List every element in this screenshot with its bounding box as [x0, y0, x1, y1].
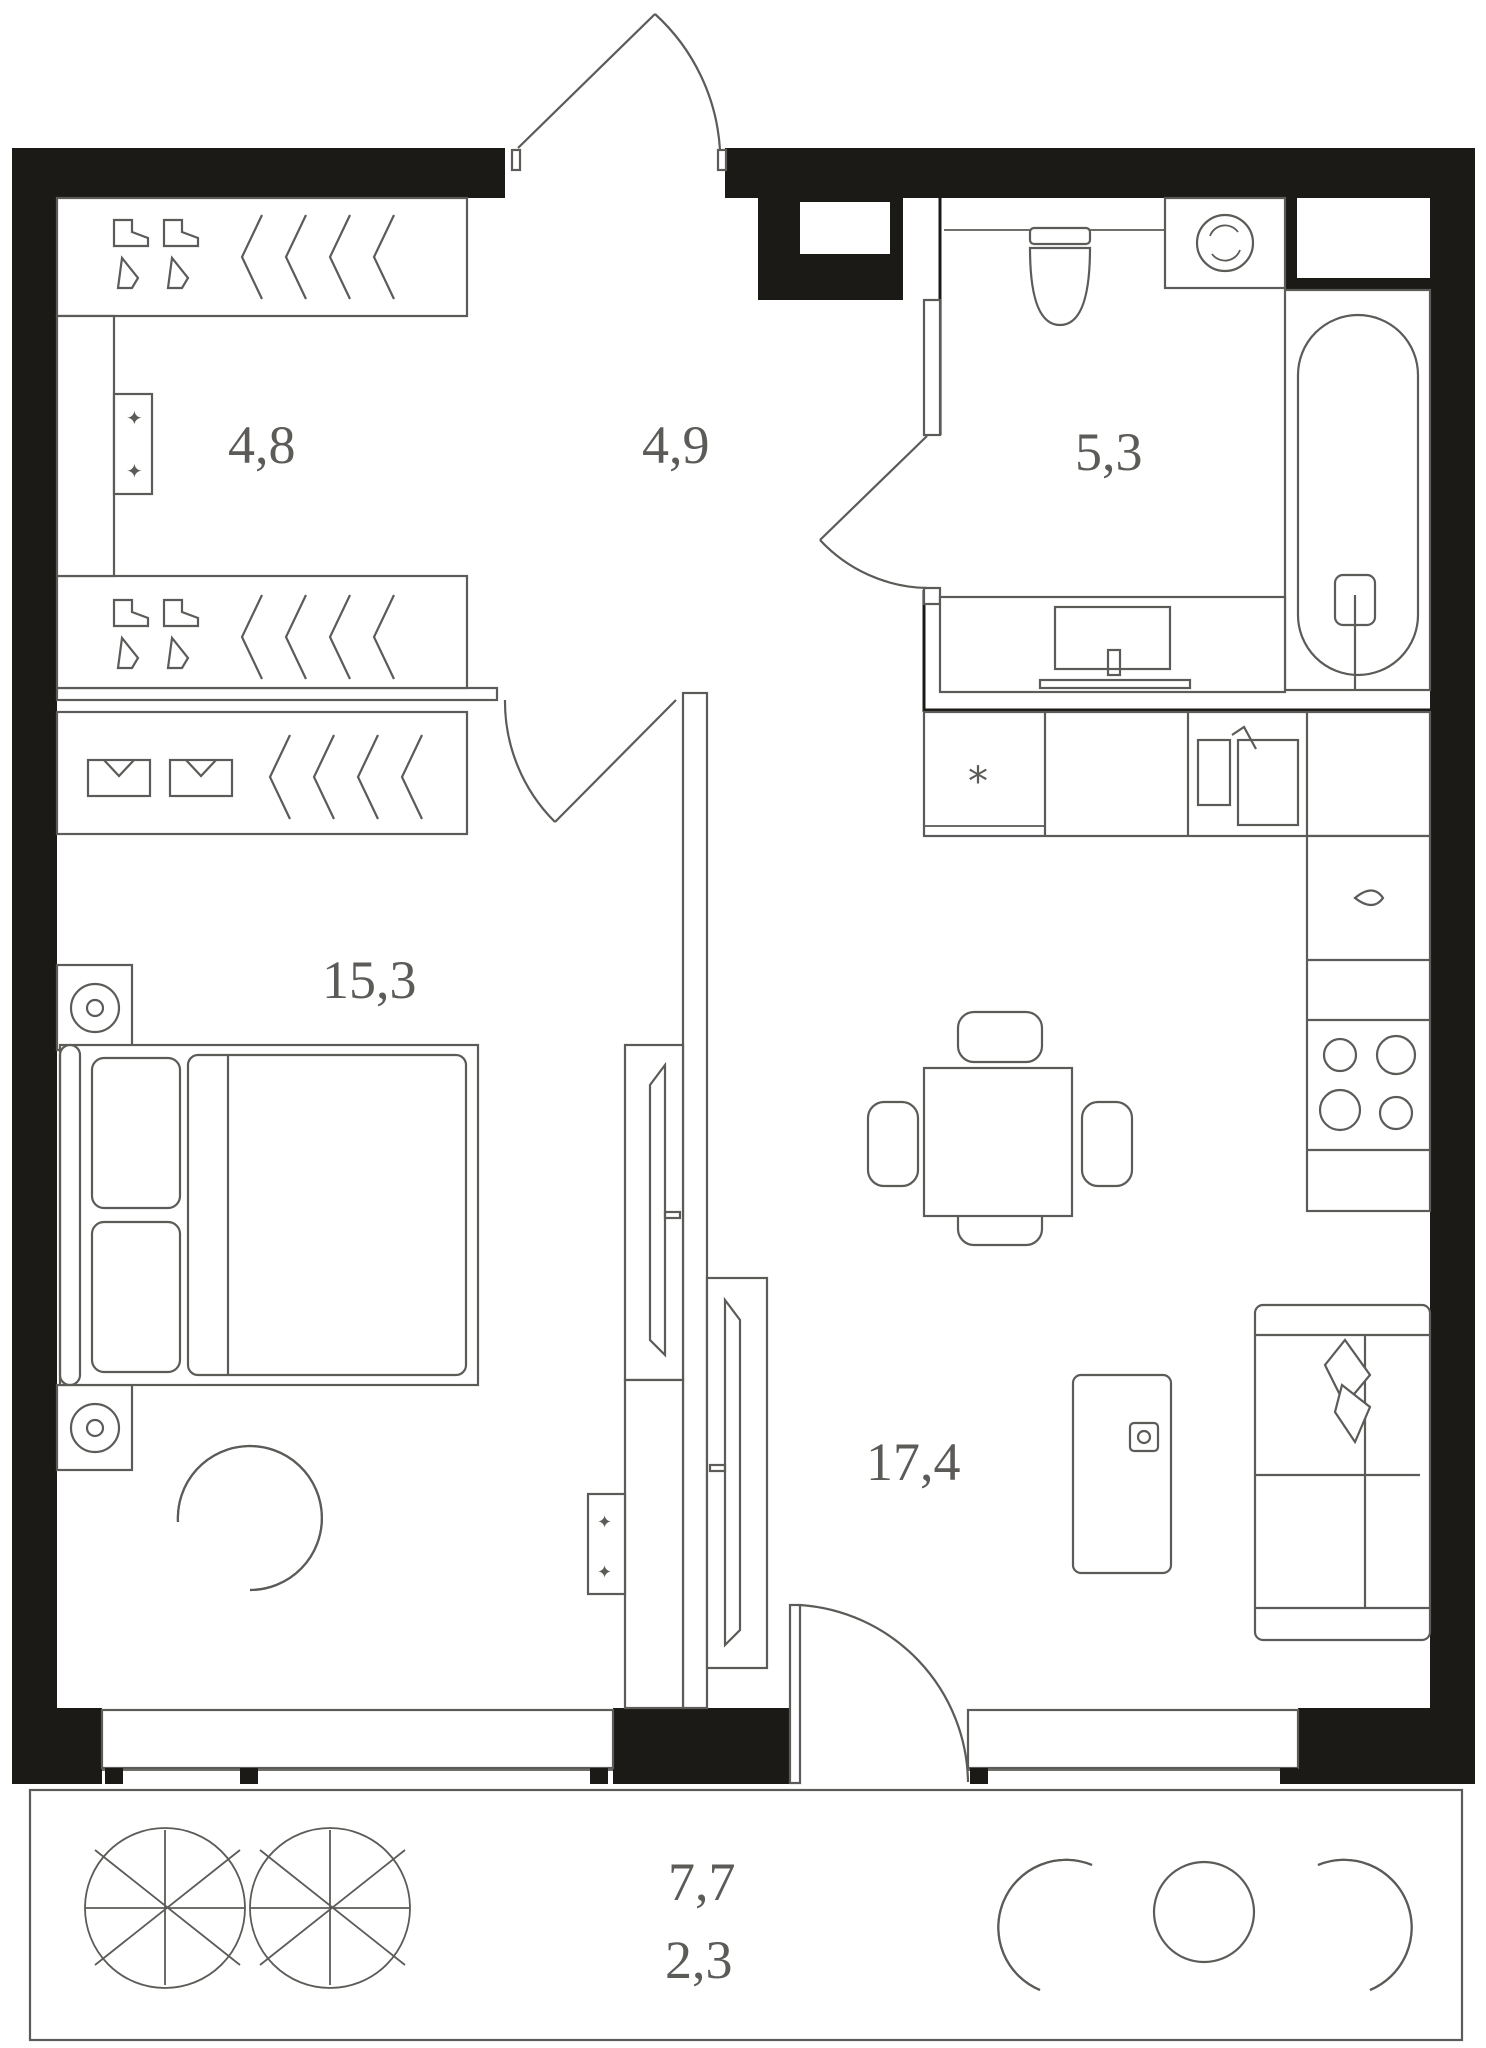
tv-icon: ✦ ✦: [586, 1043, 769, 1710]
stove-icon: [1318, 1034, 1417, 1132]
entrance-door: [510, 13, 728, 172]
balcony-outline: [28, 1788, 1464, 2042]
walls: [12, 148, 1475, 1784]
folded-shirt-icon: [86, 758, 234, 798]
windows: [100, 1708, 1300, 1784]
armchair-icon: [176, 1444, 323, 1592]
label-balcony-area: 7,7: [668, 1852, 736, 1912]
fan-icon: *: [968, 759, 988, 805]
balcony-chairs: [997, 1858, 1413, 1992]
washing-machine-icon: [1163, 196, 1287, 290]
dining-table-icon: [866, 1010, 1134, 1247]
label-bathroom: 5,3: [1075, 422, 1143, 482]
svg-text:✦: ✦: [597, 1512, 612, 1533]
svg-text:✦: ✦: [597, 1562, 612, 1583]
label-wardrobe: 4,8: [228, 415, 296, 475]
label-bedroom: 15,3: [322, 950, 417, 1010]
svg-text:✦: ✦: [126, 459, 143, 483]
bedroom-door: [503, 699, 677, 823]
label-balcony-alt: 2,3: [665, 1930, 733, 1990]
kitchen-counter: [922, 710, 1432, 1213]
coffee-table: [1071, 1373, 1173, 1575]
toilet-icon: [1028, 226, 1092, 327]
sofa-icon: [1253, 1303, 1432, 1642]
partitions: [55, 190, 1430, 1710]
sink-icon: [938, 595, 1287, 694]
plant-icon: [84, 1827, 411, 1989]
wardrobe-storage: ✦ ✦: [55, 196, 469, 836]
balcony-door: [788, 1603, 970, 1785]
label-hall: 4,9: [642, 415, 710, 475]
boot-icon: [112, 218, 200, 670]
drop-icon: [1353, 889, 1385, 907]
kitchen-sink-icon: [1196, 725, 1300, 827]
bed-icon: [55, 963, 480, 1472]
hanger-icon: [240, 214, 423, 820]
label-living-kitchen: 17,4: [866, 1432, 961, 1492]
svg-text:✦: ✦: [126, 406, 143, 430]
bathtub-icon: [1283, 288, 1432, 692]
room-labels: 4,8 4,9 5,3 15,3 17,4 7,7 2,3: [228, 415, 1143, 1990]
bathroom-door: [819, 435, 928, 590]
